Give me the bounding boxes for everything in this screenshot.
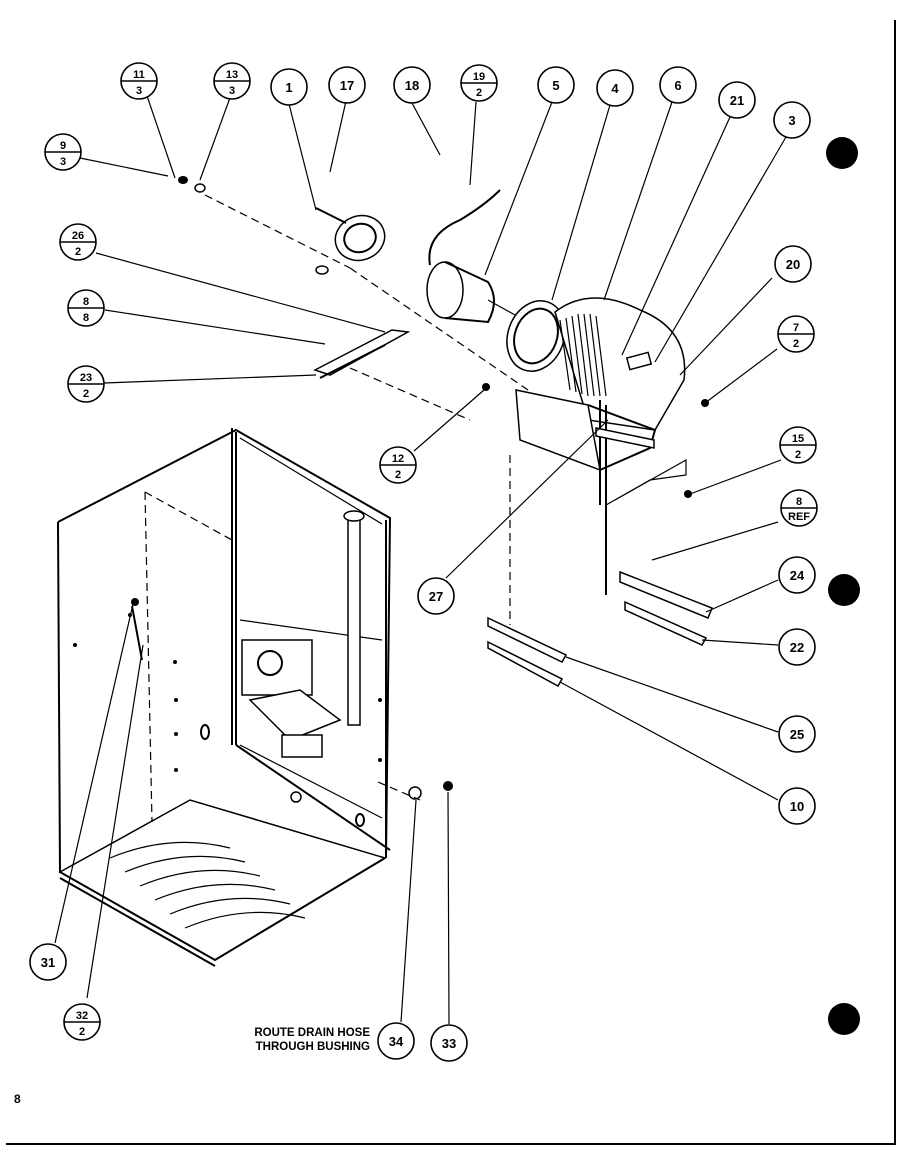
callout-32-2-bottom: 2 bbox=[79, 1026, 85, 1038]
diagram-frame bbox=[6, 20, 896, 1145]
callout-19-2-bottom: 2 bbox=[476, 87, 482, 99]
callout-9-3-top: 9 bbox=[60, 140, 66, 152]
callout-7-2-bottom: 2 bbox=[793, 338, 799, 350]
callout-17-label: 17 bbox=[340, 78, 354, 93]
drain-hose-note-line2: THROUGH BUSHING bbox=[255, 1041, 370, 1053]
callout-22: 22 bbox=[778, 628, 816, 666]
callout-5: 5 bbox=[537, 66, 575, 104]
punch-hole-middle bbox=[828, 574, 860, 606]
callout-26-2-top: 26 bbox=[72, 230, 84, 242]
callout-13-3: 133 bbox=[213, 62, 251, 100]
callout-8-8-top: 8 bbox=[83, 296, 89, 308]
callout-1-label: 1 bbox=[285, 80, 292, 95]
callout-26-2-bottom: 2 bbox=[75, 246, 81, 258]
callout-23-2-bottom: 2 bbox=[83, 388, 89, 400]
punch-hole-bottom bbox=[828, 1003, 860, 1035]
callout-6-label: 6 bbox=[674, 78, 681, 93]
callout-11-3-bottom: 3 bbox=[136, 85, 142, 97]
leader-lines bbox=[54, 89, 787, 1025]
callout-bubbles: 1 3 4 5 6 10 17 18 20 21 22 24 25 27 31 … bbox=[29, 66, 816, 1062]
callout-32-2-top: 32 bbox=[76, 1010, 88, 1022]
callout-8-ref-top: 8 bbox=[796, 496, 802, 508]
callout-23-2: 232 bbox=[67, 365, 105, 403]
dashed-assembly-lines bbox=[204, 194, 687, 801]
callout-15-2: 152 bbox=[779, 426, 817, 464]
callout-31: 31 bbox=[29, 943, 67, 981]
page-number: 8 bbox=[14, 1092, 21, 1106]
callout-33: 33 bbox=[430, 1024, 468, 1062]
callout-23-2-top: 23 bbox=[80, 372, 92, 384]
callout-17: 17 bbox=[328, 66, 366, 104]
callout-10-label: 10 bbox=[790, 799, 804, 814]
callout-19-2: 192 bbox=[460, 64, 498, 102]
callout-15-2-bottom: 2 bbox=[795, 449, 801, 461]
callout-34: 34 bbox=[377, 1022, 415, 1060]
callout-34-label: 34 bbox=[389, 1034, 404, 1049]
callout-26-2: 262 bbox=[59, 223, 97, 261]
callout-3-label: 3 bbox=[788, 113, 795, 128]
blower-assembly bbox=[131, 176, 713, 800]
callout-5-label: 5 bbox=[552, 78, 559, 93]
callout-12-2-top: 12 bbox=[392, 453, 404, 465]
callout-12-2: 122 bbox=[379, 446, 417, 484]
callout-19-2-top: 19 bbox=[473, 71, 485, 83]
callout-8-ref-bottom: REF bbox=[788, 511, 810, 523]
callout-7-2: 72 bbox=[777, 315, 815, 353]
callout-11-3-top: 11 bbox=[133, 69, 145, 81]
callout-10: 10 bbox=[778, 787, 816, 825]
fraction-callouts: 113 133 192 93 262 88 232 72 122 152 8RE… bbox=[44, 62, 818, 1041]
callout-13-3-bottom: 3 bbox=[229, 85, 235, 97]
drain-hose-note-line1: ROUTE DRAIN HOSE bbox=[254, 1027, 370, 1039]
callout-18-label: 18 bbox=[405, 78, 419, 93]
callout-15-2-top: 15 bbox=[792, 433, 804, 445]
callout-6: 6 bbox=[659, 66, 697, 104]
drain-hose-note: ROUTE DRAIN HOSE THROUGH BUSHING bbox=[218, 1026, 370, 1054]
callout-8-8: 88 bbox=[67, 289, 105, 327]
callout-25-label: 25 bbox=[790, 727, 804, 742]
cabinet-assembly bbox=[57, 428, 392, 967]
punch-hole-top bbox=[826, 137, 858, 169]
callout-20-label: 20 bbox=[786, 257, 800, 272]
callout-13-3-top: 13 bbox=[226, 69, 238, 81]
callout-9-3-bottom: 3 bbox=[60, 156, 66, 168]
callout-7-2-top: 7 bbox=[793, 322, 799, 334]
callout-3: 3 bbox=[773, 101, 811, 139]
callout-9-3: 93 bbox=[44, 133, 82, 171]
callout-21: 21 bbox=[718, 81, 756, 119]
callout-32-2: 322 bbox=[63, 1003, 101, 1041]
callout-25: 25 bbox=[778, 715, 816, 753]
callout-33-label: 33 bbox=[442, 1036, 456, 1051]
callout-4-label: 4 bbox=[611, 81, 619, 96]
callout-21-label: 21 bbox=[730, 93, 744, 108]
callout-27: 27 bbox=[417, 577, 455, 615]
callout-4: 4 bbox=[596, 69, 634, 107]
callout-20: 20 bbox=[774, 245, 812, 283]
callout-8-8-bottom: 8 bbox=[83, 312, 89, 324]
callout-11-3: 113 bbox=[120, 62, 158, 100]
callout-18: 18 bbox=[393, 66, 431, 104]
callout-24-label: 24 bbox=[790, 568, 805, 583]
callout-27-label: 27 bbox=[429, 589, 443, 604]
callout-12-2-bottom: 2 bbox=[395, 469, 401, 481]
callout-1: 1 bbox=[270, 68, 308, 106]
callout-24: 24 bbox=[778, 556, 816, 594]
callout-22-label: 22 bbox=[790, 640, 804, 655]
callout-31-label: 31 bbox=[41, 955, 55, 970]
